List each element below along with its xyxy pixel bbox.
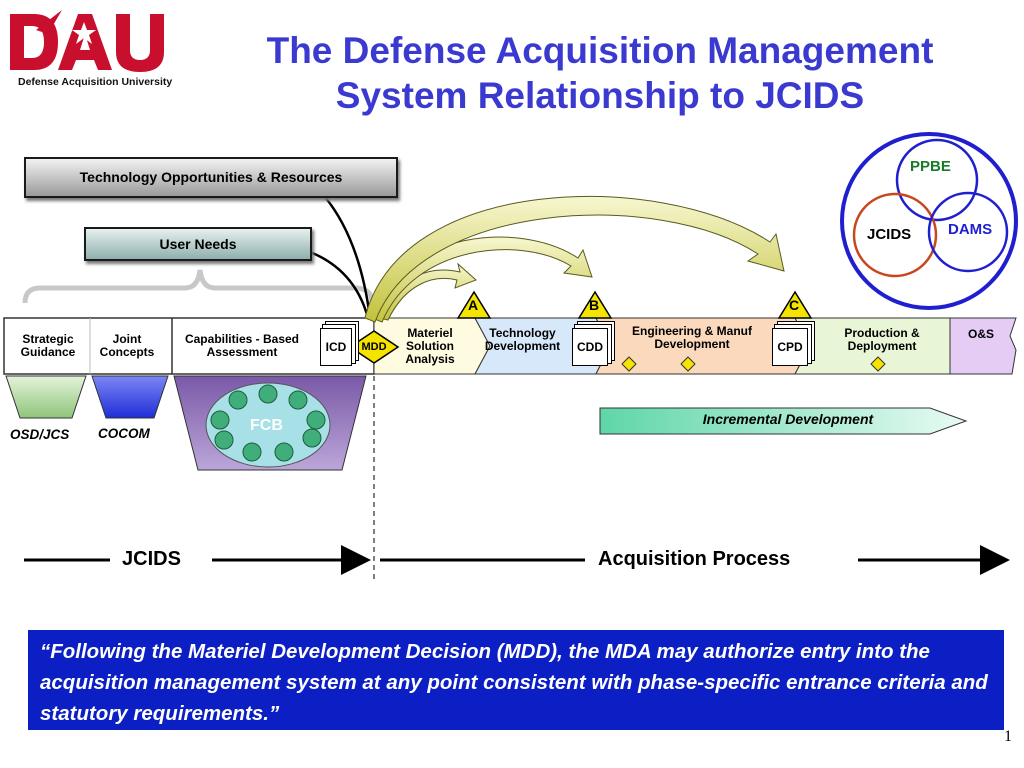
decision-diamond — [621, 356, 637, 372]
title-line-2: System Relationship to JCIDS — [335, 75, 865, 116]
tech-opportunities-box: Technology Opportunities & Resources — [24, 157, 398, 198]
decision-diamond — [680, 356, 696, 372]
page-number: 1 — [1004, 728, 1012, 745]
mdd-label: MDD — [361, 341, 387, 353]
milestone-c — [777, 290, 813, 319]
venn-ppbe-label: PPBE — [910, 158, 951, 175]
production-deployment-label: Production & Deployment — [844, 326, 920, 353]
milestone-b — [577, 290, 613, 319]
decision-diamond — [870, 356, 886, 372]
mdd-diamond — [348, 330, 400, 364]
milestone-a — [456, 290, 492, 319]
title-line-1: The Defense Acquisition Management — [266, 30, 934, 71]
page-title: The Defense Acquisition Management Syste… — [170, 28, 1024, 118]
fcb-label: FCB — [250, 417, 283, 434]
dau-logo — [10, 10, 164, 72]
tech-opps-line — [324, 196, 372, 319]
osd-jcs-label: OSD/JCS — [10, 427, 70, 442]
cdd-document: CDD — [572, 328, 608, 366]
venn-jcids-label: JCIDS — [867, 226, 912, 243]
incremental-development-label: Incremental Development — [702, 411, 874, 427]
cba-label: Capabilities - Based Assessment — [184, 332, 300, 359]
venn-dams-label: DAMS — [948, 221, 993, 238]
venn-dams-circle — [927, 191, 1009, 273]
user-needs-box: User Needs — [84, 227, 312, 261]
cocom-label: COCOM — [98, 426, 150, 441]
user-needs-bracket — [22, 269, 375, 304]
fcb-seals — [210, 384, 326, 462]
quote-text: “Following the Materiel Development Deci… — [40, 640, 988, 725]
venn-outer-circle — [840, 132, 1018, 310]
venn-jcids-circle — [852, 192, 938, 278]
joint-concepts-label: Joint Concepts — [99, 332, 155, 359]
technology-development-label: Technology Development — [484, 326, 561, 353]
strategic-guidance-label: Strategic Guidance — [20, 332, 76, 359]
logo-subtitle: Defense Acquisition University — [18, 76, 173, 88]
emd-label: Engineering & Manuf Development — [632, 324, 752, 351]
entry-arrows — [364, 196, 785, 323]
quote-box: “Following the Materiel Development Deci… — [28, 630, 1004, 730]
msa-label: Materiel Solution Analysis — [405, 325, 455, 366]
icd-document: ICD — [320, 328, 352, 366]
phase-bar — [3, 317, 1017, 375]
os-label: O&S — [967, 326, 994, 341]
jcids-section-label: JCIDS — [122, 548, 181, 570]
osd-jcs-funnel — [5, 375, 87, 419]
cpd-document: CPD — [772, 328, 808, 366]
incremental-development-arrow — [599, 407, 968, 435]
milestone-a-label: A — [468, 297, 479, 313]
user-needs-line — [309, 250, 370, 319]
milestone-b-label: B — [589, 297, 600, 313]
venn-ppbe-circle — [895, 138, 979, 222]
venn-diagram — [840, 132, 1018, 310]
acquisition-process-label: Acquisition Process — [598, 548, 791, 570]
cocom-funnel — [91, 375, 169, 419]
milestone-c-label: C — [789, 297, 800, 313]
